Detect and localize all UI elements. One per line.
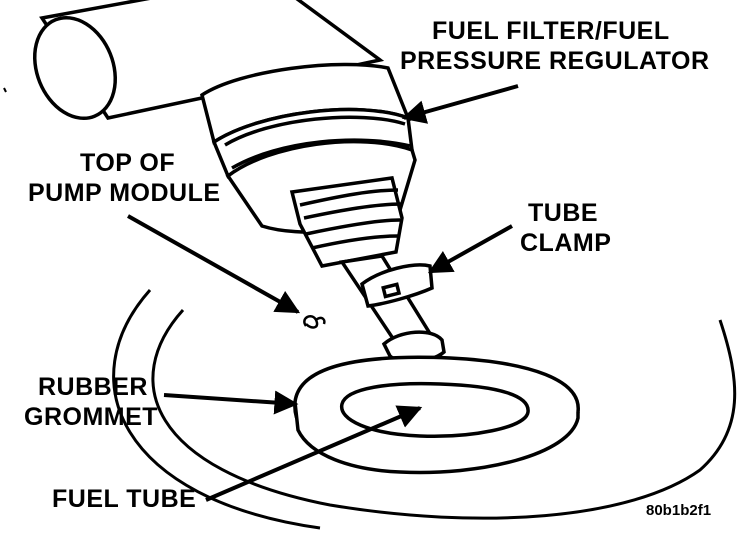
pump-module-hook: [303, 315, 326, 329]
fuel-filter-canister: [32, 0, 385, 121]
label-fuel-filter-line2: PRESSURE REGULATOR: [400, 47, 710, 75]
label-tube-clamp-line1: TUBE: [528, 199, 599, 227]
arrow-top-of-pump: [127, 214, 301, 314]
arrow-fuel-tube: [205, 405, 423, 502]
label-tube-clamp-line2: CLAMP: [520, 229, 612, 257]
threaded-fitting: [289, 176, 404, 268]
arrow-tube-clamp: [427, 224, 513, 274]
label-fuel-tube: FUEL TUBE: [52, 485, 197, 513]
arrow-rubber-grommet: [163, 390, 299, 415]
label-rubber-grommet-line1: RUBBER: [38, 373, 148, 401]
label-top-of-pump-line2: PUMP MODULE: [28, 179, 221, 207]
leader-arrows: [127, 84, 519, 502]
tube-clamp: [360, 263, 434, 308]
arrow-fuel-filter: [401, 84, 519, 124]
figure-code: 80b1b2f1: [646, 502, 712, 519]
pump-module-contour: [112, 289, 737, 530]
label-fuel-filter-line1: FUEL FILTER/FUEL: [432, 17, 670, 45]
label-rubber-grommet-line2: GROMMET: [24, 403, 159, 431]
label-top-of-pump-line1: TOP OF: [80, 149, 176, 177]
rubber-grommet: [293, 355, 580, 475]
contour-marker: [3, 87, 7, 93]
